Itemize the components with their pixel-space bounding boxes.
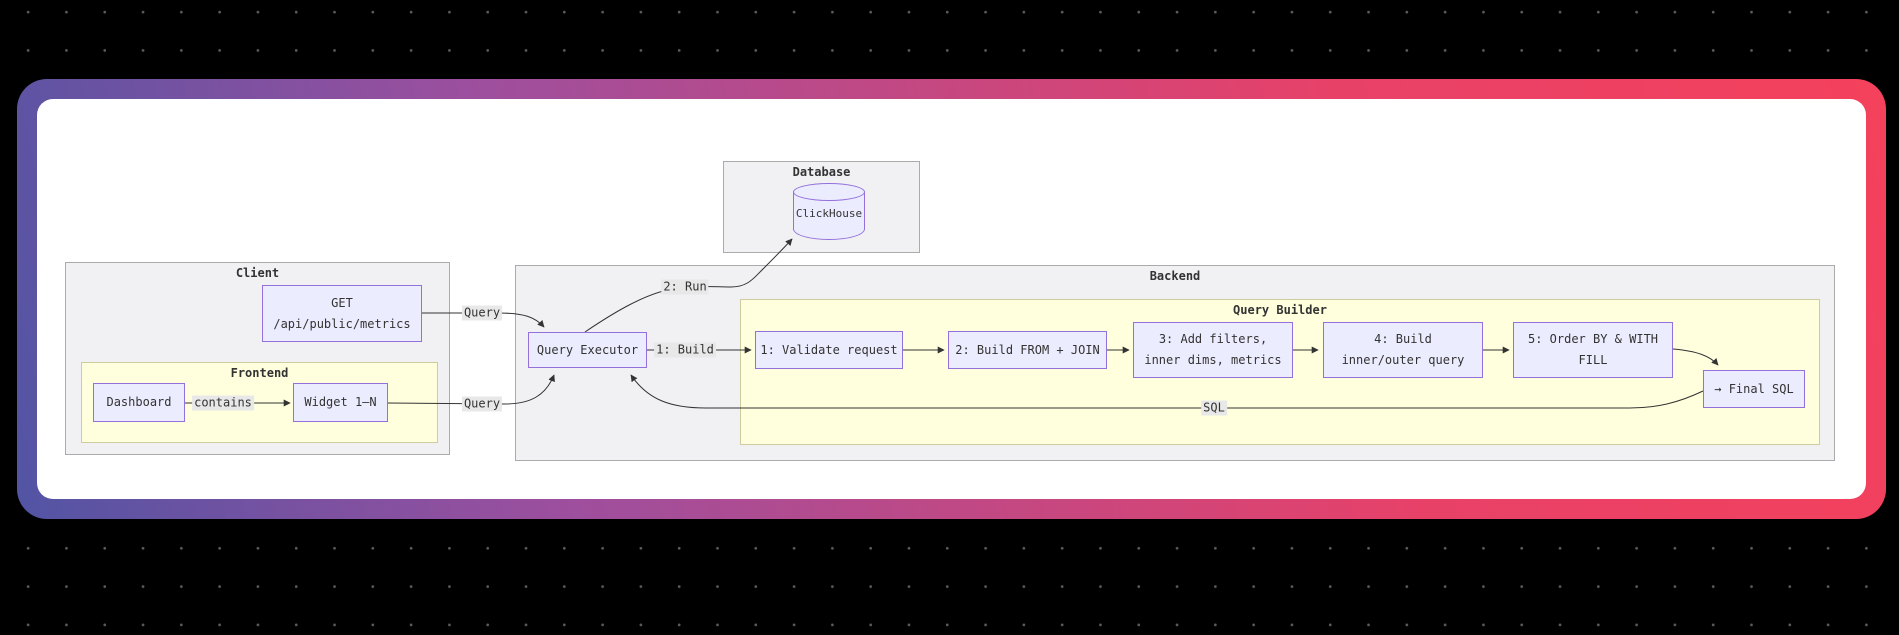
node-final-sql: → Final SQL	[1703, 370, 1805, 408]
cluster-frontend-title: Frontend	[230, 366, 289, 380]
node-add-filters-line1: 3: Add filters,	[1158, 332, 1268, 346]
node-build-inner-outer-line1: 4: Build	[1374, 332, 1432, 346]
cluster-backend-title: Backend	[1149, 269, 1201, 283]
edge-widget-to-executor	[387, 374, 555, 405]
node-clickhouse: ClickHouse	[793, 183, 865, 240]
node-order-by-with-fill-line1: 5: Order BY & WITH	[1527, 332, 1659, 346]
edge-label-build: 1: Build	[654, 342, 716, 358]
cluster-database-title: Database	[792, 165, 851, 179]
node-order-by-with-fill: 5: Order BY & WITH FILL	[1513, 322, 1673, 378]
node-final-sql-label: → Final SQL	[1714, 381, 1794, 396]
cluster-query-builder-title: Query Builder	[1233, 303, 1327, 317]
node-dashboard-label: Dashboard	[106, 395, 172, 409]
edge-label-query-top: Query	[461, 305, 503, 321]
cluster-database: Database	[723, 161, 920, 253]
edge-label-query-bottom: Query	[461, 396, 503, 412]
edge-label-sql: SQL	[1201, 400, 1227, 416]
edge-orderby-to-finalsql	[1672, 348, 1719, 366]
edge-label-run: 2: Run	[661, 279, 709, 295]
node-get-line1: GET	[331, 295, 353, 310]
node-widget-label: Widget 1–N	[304, 395, 377, 409]
node-query-executor: Query Executor	[528, 332, 647, 368]
edge-executor-to-clickhouse	[584, 238, 793, 333]
cylinder-top	[793, 183, 865, 201]
node-widget: Widget 1–N	[293, 383, 388, 422]
node-get-line2: /api/public/metrics	[273, 316, 411, 331]
node-clickhouse-label: ClickHouse	[795, 207, 863, 220]
node-build-from-join: 2: Build FROM + JOIN	[948, 331, 1107, 369]
node-add-filters-line2: inner dims, metrics	[1144, 353, 1282, 367]
node-order-by-with-fill-line2: FILL	[1578, 353, 1608, 367]
edge-label-contains: contains	[192, 395, 254, 411]
node-validate-request-label: 1: Validate request	[760, 342, 898, 357]
node-build-inner-outer: 4: Build inner/outer query	[1323, 322, 1483, 378]
edge-finalsql-to-executor	[630, 374, 1704, 409]
cluster-client-title: Client	[235, 266, 280, 280]
node-build-from-join-label: 2: Build FROM + JOIN	[955, 342, 1100, 357]
node-build-inner-outer-line2: inner/outer query	[1341, 353, 1465, 367]
node-validate-request: 1: Validate request	[755, 331, 903, 369]
node-dashboard: Dashboard	[93, 383, 185, 422]
node-get-endpoint: GET /api/public/metrics	[262, 285, 422, 342]
node-add-filters: 3: Add filters, inner dims, metrics	[1133, 322, 1293, 378]
node-query-executor-label: Query Executor	[536, 342, 639, 357]
